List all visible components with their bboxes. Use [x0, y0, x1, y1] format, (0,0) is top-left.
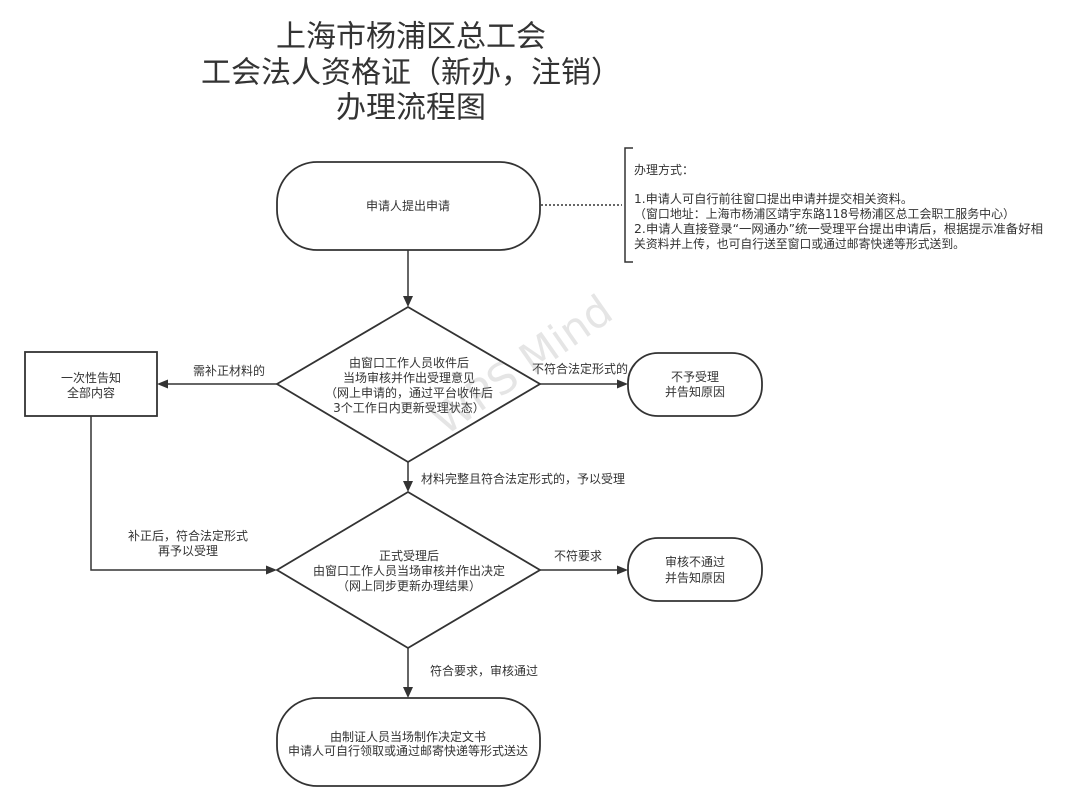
arrow-review-to-notice: 需补正材料的: [157, 363, 277, 389]
page-title: 上海市杨浦区总工会 工会法人资格证（新办，注销） 办理流程图: [201, 20, 621, 126]
node-submit-application: 申请人提出申请: [276, 161, 541, 251]
decision-acceptance-review-line: 当场审核并作出受理意见: [343, 370, 475, 385]
node-issue-decision-shape: [276, 697, 541, 787]
arrow-review-to-formal: 材料完整且符合法定形式的，予以受理: [403, 462, 625, 492]
arrow-formal-to-failed: 不符要求: [540, 548, 628, 575]
decision-formal-review-line: 由窗口工作人员当场审核并作出决定: [313, 563, 505, 578]
edge-label-meet: 符合要求，审核通过: [430, 663, 538, 678]
arrowhead: [403, 296, 413, 307]
decision-acceptance-review-line: 由窗口工作人员收件后: [349, 356, 469, 370]
node-issue-decision-line: 申请人可自行领取或通过邮寄快递等形式送达: [288, 743, 528, 758]
arrowhead: [617, 379, 628, 389]
arrowhead: [403, 687, 413, 698]
edge-label-not-meet: 不符要求: [554, 548, 602, 563]
note-bracket: [624, 147, 633, 263]
arrowhead: [266, 565, 277, 575]
node-review-failed-line: 审核不通过: [665, 554, 725, 569]
note-application-methods: 办理方式： 1.申请人可自行前往窗口提出申请并提交相关资料。 （窗口地址：上海市…: [624, 147, 1043, 263]
node-one-time-notice: 一次性告知 全部内容: [24, 351, 158, 417]
node-not-accepted-line: 并告知原因: [665, 385, 725, 399]
node-not-accepted: 不予受理 并告知原因: [627, 352, 763, 417]
note-line: 2.申请人直接登录“一网通办”统一受理平台提出申请后，根据提示准备好相: [634, 221, 1043, 236]
node-issue-decision-line: 由制证人员当场制作决定文书: [330, 729, 486, 744]
arrow-line: [90, 416, 267, 571]
note-line: 1.申请人可自行前往窗口提出申请并提交相关资料。: [634, 191, 913, 206]
node-issue-decision: 由制证人员当场制作决定文书 申请人可自行领取或通过邮寄快递等形式送达: [276, 697, 541, 787]
node-not-accepted-line: 不予受理: [671, 370, 719, 384]
decision-formal-review-line: 正式受理后: [379, 549, 439, 563]
node-review-failed-line: 并告知原因: [665, 571, 725, 585]
note-line: （窗口地址：上海市杨浦区靖宇东路118号杨浦区总工会职工服务中心）: [634, 206, 1015, 221]
node-not-accepted-shape: [627, 352, 763, 417]
node-one-time-notice-line: 全部内容: [67, 385, 115, 400]
note-line: 关资料并上传，也可自行送至窗口或通过邮寄快递等形式送到。: [634, 236, 965, 251]
edge-label-not-legal-form: 不符合法定形式的: [532, 361, 628, 376]
edge-label-accepted: 材料完整且符合法定形式的，予以受理: [421, 471, 625, 486]
decision-acceptance-review: 由窗口工作人员收件后 当场审核并作出受理意见 （网上申请的，通过平台收件后 3个…: [275, 305, 542, 464]
decision-acceptance-review-line: （网上申请的，通过平台收件后: [325, 385, 493, 400]
edge-label-after-correction: 再予以受理: [158, 544, 218, 558]
title-line-organization: 上海市杨浦区总工会: [276, 20, 546, 55]
node-review-failed: 审核不通过 并告知原因: [627, 537, 763, 602]
edge-label-need-correction: 需补正材料的: [193, 363, 265, 378]
arrow-review-to-not-accepted: 不符合法定形式的: [532, 361, 628, 389]
arrow-formal-to-issue: 符合要求，审核通过: [403, 648, 538, 698]
node-submit-application-label: 申请人提出申请: [366, 198, 450, 213]
decision-formal-review: 正式受理后 由窗口工作人员当场审核并作出决定 （网上同步更新办理结果）: [275, 490, 542, 650]
node-review-failed-shape: [627, 537, 763, 602]
title-line-flowchart: 办理流程图: [336, 91, 486, 126]
decision-acceptance-review-line: 3个工作日内更新受理状态）: [333, 400, 485, 415]
decision-formal-review-line: （网上同步更新办理结果）: [337, 578, 481, 593]
arrow-apply-to-review: [403, 250, 413, 307]
arrowhead: [617, 565, 628, 575]
note-heading: 办理方式：: [634, 162, 694, 177]
node-one-time-notice-line: 一次性告知: [61, 371, 121, 385]
title-line-certificate: 工会法人资格证（新办，注销）: [201, 56, 621, 91]
arrow-notice-to-formal: 补正后，符合法定形式 再予以受理: [90, 416, 277, 575]
arrowhead: [157, 379, 168, 389]
arrowhead: [403, 481, 413, 492]
edge-label-after-correction: 补正后，符合法定形式: [128, 528, 248, 543]
